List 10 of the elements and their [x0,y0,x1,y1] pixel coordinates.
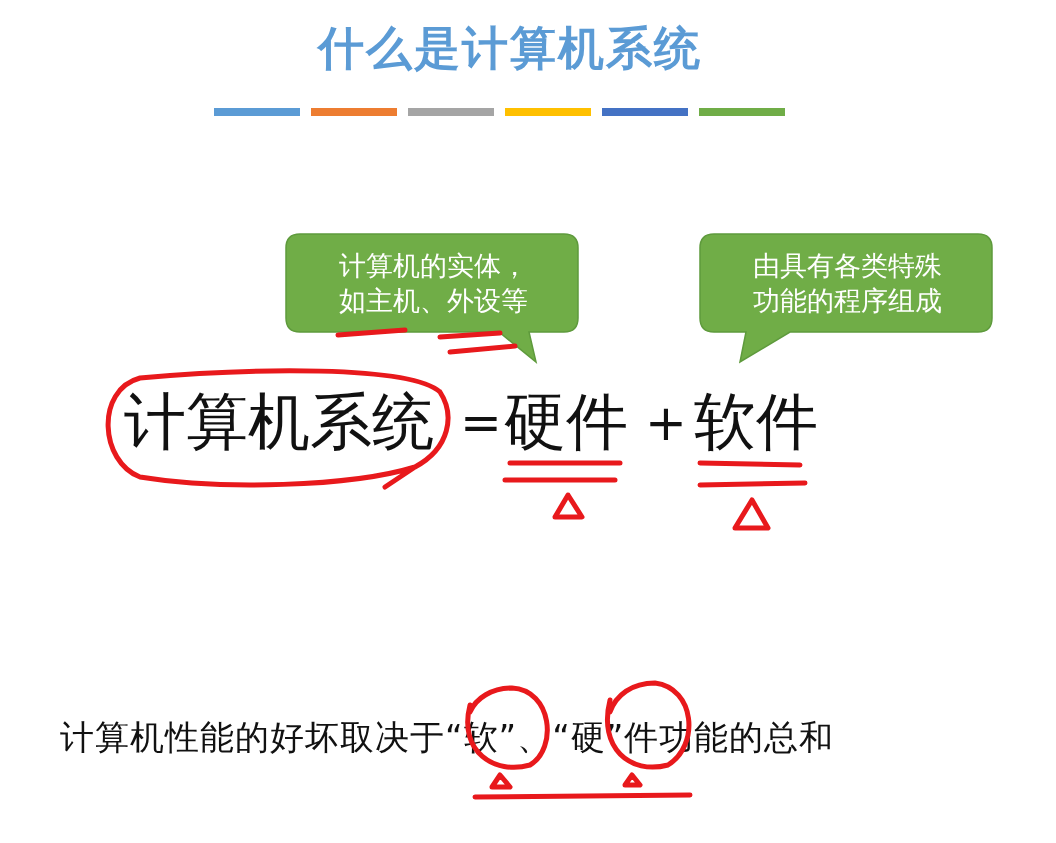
formula-text: + [645,398,687,448]
formula-text: = [460,398,502,448]
callout-text: 由具有各类特殊功能的程序组成 [751,248,943,318]
formula-text: 计算机系统 [124,391,434,453]
callout-text: 计算机的实体，如主机、外设等 [337,248,529,318]
speech-bubble [284,232,582,366]
slide-title: 什么是计算机系统 [316,20,703,77]
speech-bubble [698,232,996,366]
formula-text: 硬件 [504,391,628,453]
formula-text: 软件 [694,391,818,453]
